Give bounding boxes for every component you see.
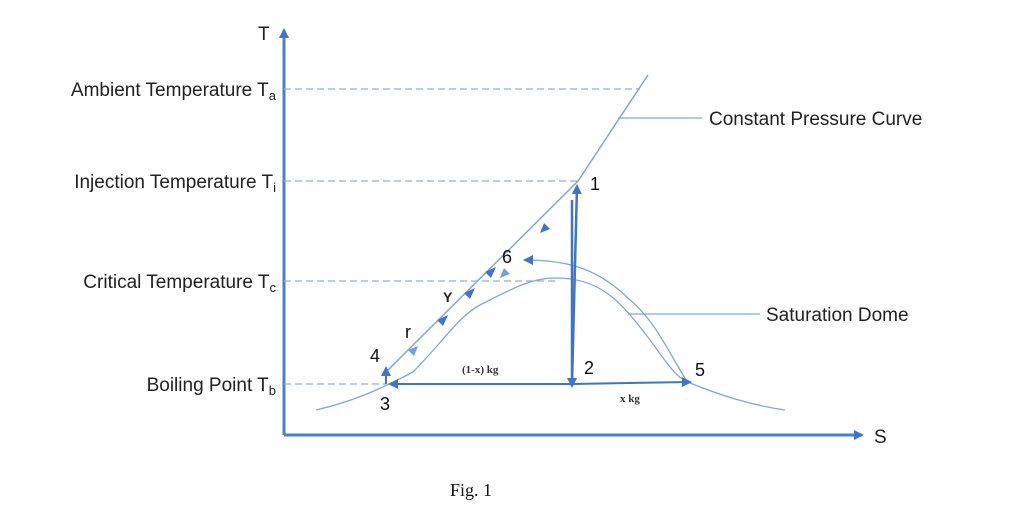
point-2-label: 2 — [584, 358, 594, 378]
y-label: Y — [443, 289, 453, 305]
constant-pressure-curve — [385, 74, 649, 373]
t-axis-label: T — [258, 24, 270, 45]
figure-caption: Fig. 1 — [450, 480, 492, 500]
critical-temp-label: Critical Temperature Tc — [83, 272, 276, 295]
boiling-point-label: Boiling Point Tb — [147, 375, 276, 398]
point-3-label: 3 — [380, 394, 390, 414]
point-1-label: 1 — [590, 174, 600, 194]
ambient-temp-label: Ambient Temperature Ta — [71, 80, 277, 103]
vapor-fraction-label: x kg — [620, 393, 640, 405]
dashed-guides — [284, 88, 640, 385]
point-5-label: 5 — [695, 360, 705, 380]
point-4-label: 4 — [370, 346, 380, 366]
saturation-dome — [315, 277, 786, 411]
constant-pressure-label: Constant Pressure Curve — [709, 109, 922, 130]
r-label: r — [405, 322, 411, 342]
liquid-fraction-label: (1-x) kg — [462, 364, 499, 376]
path-6-5 — [523, 255, 689, 384]
point-6-label: 6 — [502, 247, 512, 267]
flow-arrows — [408, 223, 550, 356]
path-2-5 — [571, 377, 692, 388]
injection-temp-label: Injection Temperature Ti — [74, 172, 276, 195]
s-axis-label: S — [874, 427, 887, 448]
saturation-dome-label: Saturation Dome — [766, 305, 909, 326]
